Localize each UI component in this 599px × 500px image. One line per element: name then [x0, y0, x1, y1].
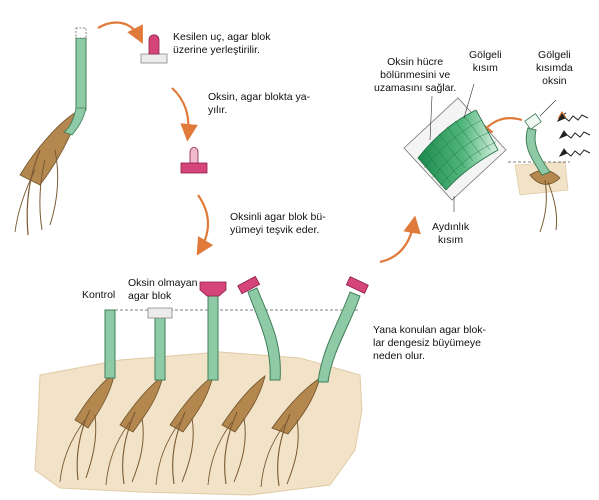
seedling-plain-agar [105, 307, 173, 486]
cell-zoom-panel [403, 83, 507, 212]
arrow-step-2 [171, 87, 198, 142]
label-cell-division: Oksin hücre bölünmesini ve uzamasını sağ… [374, 56, 457, 94]
arrow-step-4 [379, 215, 421, 264]
label-shaded-side: Gölgeli kısım [469, 49, 502, 74]
label-control: Kontrol [82, 289, 116, 301]
label-no-auxin-block: Oksin olmayan agar blok [128, 277, 198, 302]
seedling-phototropism [508, 99, 570, 233]
soil-bed [34, 351, 363, 496]
label-auxin-in-shade: Gölgeli kısımda oksin [536, 49, 573, 87]
label-diffuse: Oksin, agar blokta ya- yılır. [208, 91, 311, 116]
label-lit-side: Aydınlık kısım [432, 221, 470, 246]
label-promote: Oksinli agar blok bü- yümeyi teşvik eder… [230, 211, 326, 236]
label-side: Yana konulan agar blok- lar dengesiz büy… [373, 324, 487, 362]
seedling-control [59, 309, 116, 483]
seedling-cut-tip [14, 27, 87, 236]
light-rays-icon [556, 110, 591, 158]
label-cut-tip: Kesilen uç, agar blok üzerine yerleştiri… [173, 31, 271, 56]
agar-block-with-tip [140, 34, 168, 64]
seedling-auxin-top [155, 281, 227, 486]
agar-block-auxin [180, 147, 208, 174]
arrow-step-3 [196, 194, 214, 256]
seedling-side-agar-1 [207, 275, 281, 486]
arrow-step-1 [97, 21, 143, 44]
seedling-side-agar-2 [260, 276, 369, 488]
